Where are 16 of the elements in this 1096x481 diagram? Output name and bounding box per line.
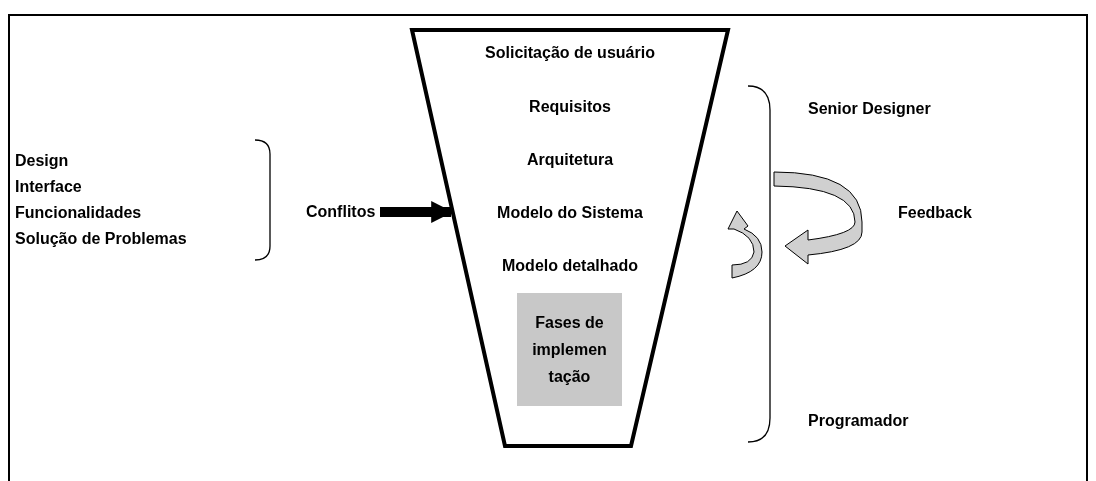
stage-label: Solicitação de usuário: [484, 43, 656, 62]
conflict-label: Conflitos: [306, 202, 378, 222]
role-label: Senior Designer: [808, 99, 931, 118]
stage-label: Modelo do Sistema: [496, 203, 644, 222]
phase-label: Fases de implemen tação: [531, 313, 608, 387]
topic-label: Solução de Problemas: [15, 229, 187, 248]
arrow: [380, 201, 454, 223]
topic-label: Interface: [15, 177, 82, 196]
stage-label: Requisitos: [528, 97, 612, 116]
phase-box: [517, 293, 622, 406]
stage-label: Modelo detalhado: [501, 256, 639, 275]
feedback-label: Feedback: [898, 203, 972, 222]
topic-label: Design: [15, 151, 69, 170]
role-label: Programador: [808, 411, 909, 430]
topic-label: Funcionalidades: [15, 203, 142, 222]
stage-label: Arquitetura: [525, 150, 615, 169]
